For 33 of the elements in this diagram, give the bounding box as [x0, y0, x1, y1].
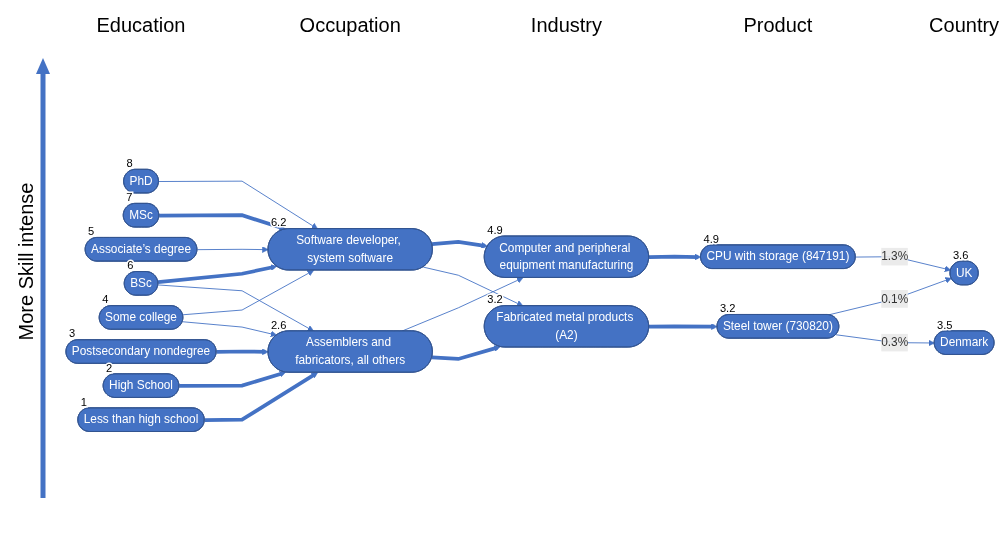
arrow: [431, 240, 488, 249]
column-header: Country: [929, 14, 1000, 37]
score-value: 4: [102, 293, 109, 306]
score-value: 3.6: [952, 248, 969, 261]
score-value: 5: [88, 225, 95, 238]
column-header: Education: [96, 14, 186, 37]
score-value: 8: [126, 157, 133, 170]
arrow: [204, 372, 318, 422]
score-value: 6: [127, 259, 134, 272]
edge-label: 1.3%: [881, 250, 909, 263]
arrow: [431, 345, 501, 361]
arrow: [159, 213, 286, 231]
score-value: 3: [68, 327, 76, 340]
arrow: [216, 348, 269, 356]
score-value: 3.5: [937, 318, 953, 331]
arrow: [179, 370, 286, 388]
edge-label: 0.3%: [881, 335, 909, 349]
score-value: 1: [80, 395, 87, 408]
score-value: 4.9: [487, 223, 503, 236]
arrow: [649, 323, 718, 330]
arrow: [649, 253, 702, 261]
score-value: 2: [106, 361, 113, 374]
column-header: Industry: [530, 14, 602, 37]
arrow: [157, 264, 278, 284]
score-value: 3.2: [719, 302, 736, 315]
score-value: 4.9: [703, 232, 719, 245]
score-value: 3.2: [487, 293, 503, 306]
axis-label: More Skill intense: [14, 182, 38, 341]
column-header: Product: [743, 14, 813, 37]
edge-label: 0.1%: [881, 292, 909, 305]
score-value: 7: [126, 191, 133, 204]
column-header: Occupation: [299, 14, 401, 37]
score-value: 2.6: [270, 318, 287, 331]
